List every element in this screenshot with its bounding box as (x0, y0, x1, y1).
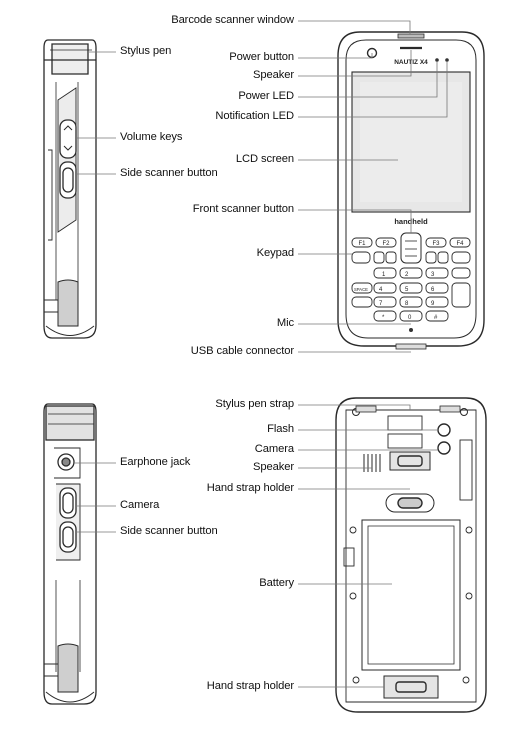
label-earphone-jack: Earphone jack (120, 456, 191, 468)
key-5: 5 (405, 287, 409, 293)
front-view: NAUTIZ X4 handheld F1 F2 F3 F4 (337, 31, 485, 350)
key-1: 1 (382, 272, 386, 278)
key-3: 3 (431, 272, 435, 278)
key-6: 6 (431, 287, 435, 293)
back-speaker (363, 454, 381, 472)
key-0: 0 (408, 315, 412, 321)
label-side-scanner-button-top: Side scanner button (120, 167, 218, 179)
label-speaker-back: Speaker (253, 461, 294, 473)
label-power-led: Power LED (238, 90, 294, 102)
label-hand-strap-holder-bottom: Hand strap holder (206, 680, 294, 692)
battery-shape (361, 519, 461, 671)
label-keypad: Keypad (256, 247, 294, 259)
label-mic: Mic (276, 317, 294, 329)
back-view (335, 397, 487, 713)
label-battery: Battery (259, 577, 294, 589)
key-f3: F3 (432, 241, 440, 247)
label-volume-keys: Volume keys (120, 131, 183, 143)
label-side-scanner-button-bottom: Side scanner button (120, 525, 218, 537)
front-scanner-button (400, 232, 422, 264)
label-stylus-pen: Stylus pen (120, 45, 172, 57)
key-f1: F1 (358, 241, 366, 247)
key-2: 2 (405, 272, 409, 278)
label-stylus-pen-strap: Stylus pen strap (215, 398, 294, 410)
hand-strap-holder-bottom-shape (383, 675, 439, 699)
key-4: 4 (379, 287, 383, 293)
key-star: * (382, 315, 385, 321)
key-8: 8 (405, 301, 409, 307)
label-speaker-top: Speaker (253, 69, 294, 81)
label-barcode-scanner-window: Barcode scanner window (171, 14, 294, 26)
label-usb-cable-connector: USB cable connector (190, 345, 294, 357)
label-power-button: Power button (229, 51, 294, 63)
leader-lines (74, 20, 448, 688)
key-space: SPACE (354, 287, 368, 292)
key-hash: # (434, 315, 438, 321)
key-f4: F4 (456, 241, 464, 247)
label-camera-back: Camera (254, 443, 294, 455)
barcode-scanner-window (397, 33, 425, 39)
side-view-left (43, 39, 97, 339)
side-view-right (43, 403, 97, 705)
flash-shape (437, 423, 451, 437)
label-lcd-screen: LCD screen (235, 153, 294, 165)
notification-led (445, 58, 449, 62)
mic-hole (409, 328, 413, 332)
keypad: F1 F2 F3 F4 (351, 237, 471, 322)
label-notification-led: Notification LED (215, 110, 294, 122)
label-camera-side: Camera (120, 499, 160, 511)
label-hand-strap-holder-top: Hand strap holder (206, 482, 294, 494)
hand-strap-holder-top-shape (389, 451, 431, 471)
label-flash: Flash (267, 423, 294, 435)
key-f2: F2 (382, 241, 390, 247)
key-7: 7 (379, 301, 383, 307)
usb-connector-shape (395, 343, 427, 350)
label-front-scanner-button: Front scanner button (192, 203, 294, 215)
power-led (435, 58, 439, 62)
back-camera-shape (437, 441, 451, 455)
key-9: 9 (431, 301, 435, 307)
